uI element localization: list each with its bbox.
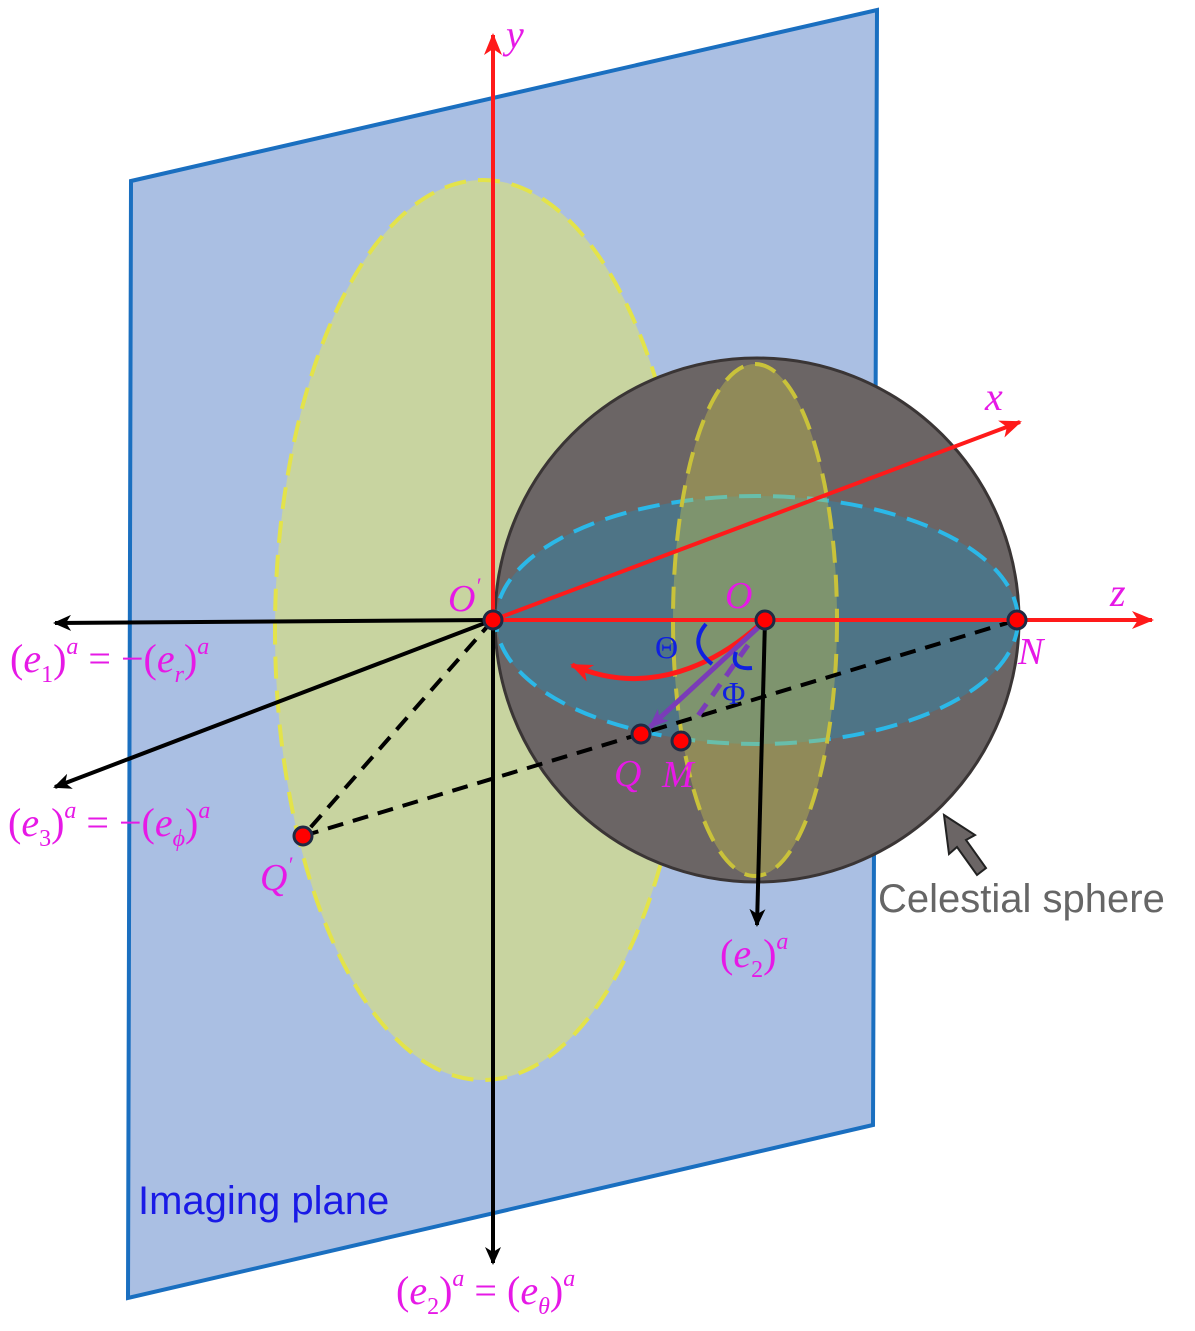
e1-label: (e1)a = −(er)a xyxy=(10,634,209,688)
om-dashed xyxy=(692,643,751,722)
point-o xyxy=(754,609,776,631)
x-axis-label: x xyxy=(984,374,1003,419)
e3-label: (e3)a = −(eϕ)a xyxy=(8,798,210,852)
point-m xyxy=(670,730,692,752)
theta-label: Θ xyxy=(655,629,678,665)
e2-bottom-label: (e2)a = (eθ)a xyxy=(396,1266,575,1320)
imaging-plane-label: Imaging plane xyxy=(138,1179,389,1223)
y-axis-label: y xyxy=(502,12,524,57)
label-q-prime: Q′ xyxy=(260,852,293,899)
label-q: Q xyxy=(614,753,641,795)
point-o-prime xyxy=(482,609,504,631)
label-o-prime: O′ xyxy=(448,573,481,620)
z-axis-label: z xyxy=(1109,570,1126,615)
theta-arc-icon xyxy=(696,622,714,666)
phi-label: Φ xyxy=(722,675,745,711)
celestial-sphere-label: Celestial sphere xyxy=(878,877,1165,921)
point-q xyxy=(630,723,652,745)
label-m: M xyxy=(661,754,696,796)
points xyxy=(292,609,1028,847)
phi-arc-icon xyxy=(732,651,753,671)
point-n xyxy=(1006,609,1028,631)
label-n: N xyxy=(1017,631,1046,673)
e2-sphere-label: (e2)a xyxy=(720,929,788,983)
dashed-oprime-qprime xyxy=(301,618,495,838)
x-axis xyxy=(492,420,1022,622)
point-q-prime xyxy=(292,825,314,847)
e1-vector xyxy=(53,614,494,631)
oq-vector xyxy=(648,622,764,729)
pointer-arrow-icon xyxy=(942,812,988,877)
e2-vector-sphere xyxy=(749,619,767,927)
label-o: O xyxy=(725,575,752,617)
e3-vector xyxy=(53,618,494,789)
